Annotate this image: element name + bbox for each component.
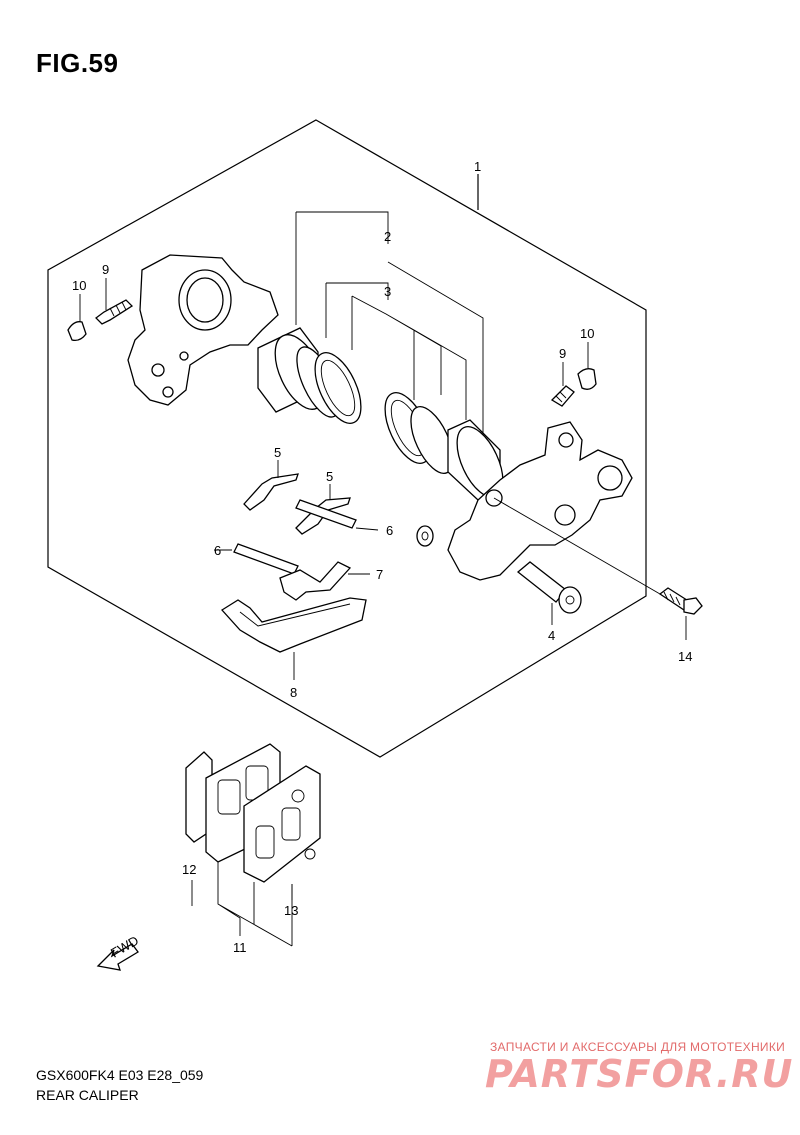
model-code: GSX600FK4 E03 E28_059 (36, 1067, 204, 1083)
callout-3: 3 (384, 284, 391, 299)
section-name: REAR CALIPER (36, 1087, 139, 1103)
leader-bracket-3 (325, 282, 467, 420)
slide-pin-bolt (516, 561, 582, 614)
callout-12: 12 (182, 862, 196, 877)
callout-6b: 6 (214, 543, 221, 558)
pad-pin-a (295, 499, 357, 529)
bleeder-cap-right (577, 368, 597, 390)
callout-10a: 10 (72, 278, 86, 293)
pad-spring-clip-a (243, 473, 299, 511)
pad-shim-plate (220, 597, 367, 653)
callout-9b: 9 (559, 346, 566, 361)
dust-seal (314, 352, 362, 424)
callout-9a: 9 (102, 262, 109, 277)
callout-5b: 5 (326, 469, 333, 484)
figure-title: FIG.59 (36, 48, 119, 78)
leader-bracket-11 (217, 862, 293, 947)
washer (416, 525, 434, 547)
pad-pin-b (233, 543, 299, 575)
callout-11: 11 (233, 940, 247, 955)
callout-4: 4 (548, 628, 555, 643)
axis-line (493, 497, 661, 595)
callout-10b: 10 (580, 326, 594, 341)
callout-1: 1 (474, 159, 481, 174)
watermark-caption: ЗАПЧАСТИ И АКСЕССУАРЫ ДЛЯ МОТОТЕХНИКИ (490, 1040, 786, 1054)
bleeder-valve-left (95, 299, 134, 325)
callout-14: 14 (678, 649, 692, 664)
caliper-body-right (447, 421, 633, 581)
leader-line-6a (355, 527, 379, 531)
callout-8: 8 (290, 685, 297, 700)
callout-13: 13 (284, 903, 298, 918)
callout-5a: 5 (274, 445, 281, 460)
brake-pad-rear (243, 765, 321, 883)
bleeder-cap-left (67, 321, 87, 342)
callout-7: 7 (376, 567, 383, 582)
mounting-bolt (658, 587, 703, 615)
caliper-body-left (127, 254, 279, 406)
piston-seal-right (410, 406, 454, 474)
fwd-arrow: FWD (96, 933, 141, 971)
callout-2: 2 (384, 229, 391, 244)
bleeder-valve-right (550, 385, 575, 407)
pad-spring (279, 561, 352, 601)
leader-bracket-2 (296, 211, 484, 440)
watermark-logo: PARTSFOR.RU (485, 1052, 794, 1096)
assembly-boundary (47, 119, 647, 758)
callout-6a: 6 (386, 523, 393, 538)
